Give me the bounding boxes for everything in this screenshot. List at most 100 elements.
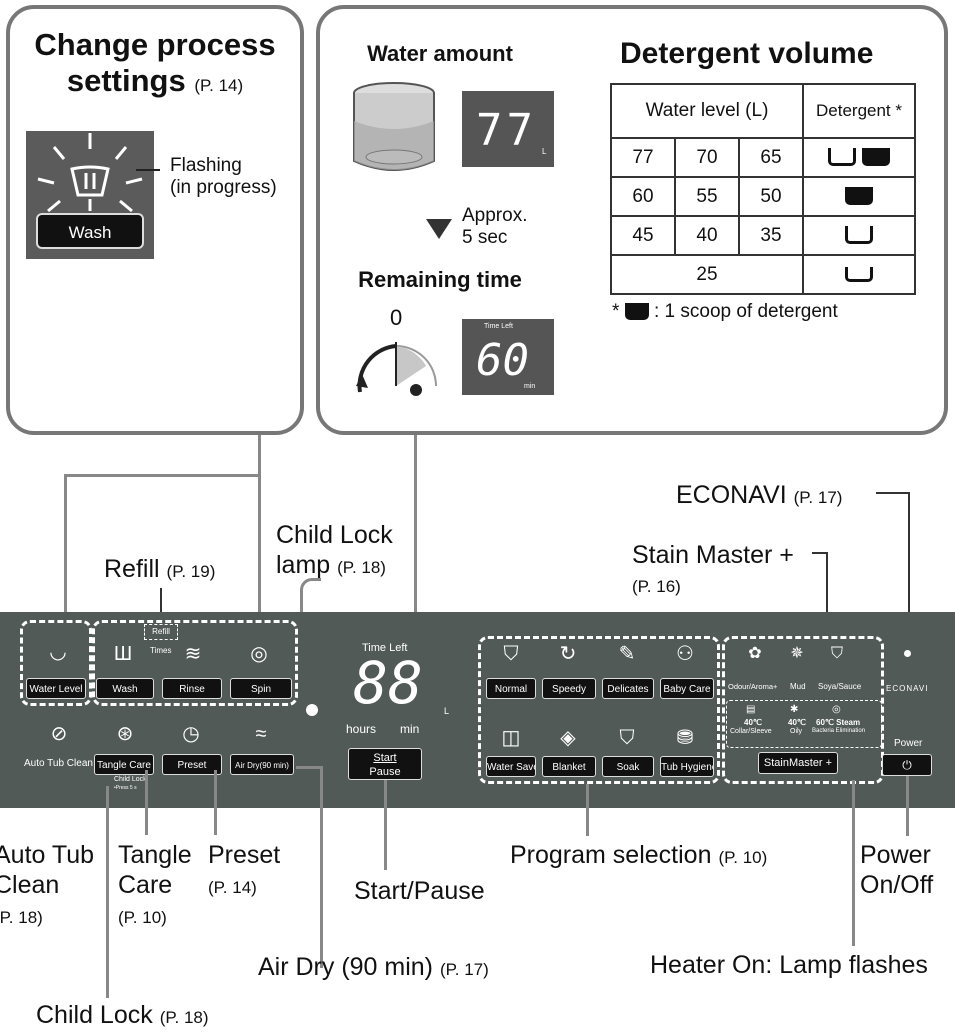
- small-scoop-icon: [845, 266, 873, 282]
- change-page: (P. 14): [194, 76, 244, 95]
- stainmaster-button[interactable]: StainMaster +: [758, 752, 838, 774]
- down-arrow-icon: [426, 219, 452, 239]
- wash-flash-illustration: Wash: [26, 131, 154, 259]
- flash-pointer: [136, 169, 160, 171]
- spin-button[interactable]: Spin: [230, 678, 292, 699]
- remaining-title: Remaining time: [358, 267, 522, 292]
- program-tub-hygiene-button[interactable]: Tub Hygiene: [660, 756, 714, 777]
- connector-line: [876, 492, 910, 494]
- connector-line: [384, 780, 387, 870]
- normal-shirt-icon: ⛉: [503, 643, 519, 665]
- dial-icon: [356, 342, 437, 396]
- preset-callout: Preset(P. 14): [208, 841, 281, 897]
- wash-flash-button: Wash: [36, 213, 144, 249]
- times-label: Times: [150, 646, 172, 655]
- steam-label: Bacteria Elimination: [812, 728, 866, 734]
- flashing-label: Flashing(in progress): [170, 155, 277, 198]
- air-dry-callout: Air Dry (90 min) (P. 17): [258, 953, 489, 981]
- connector-line: [214, 770, 217, 835]
- time-left-label: Time Left: [362, 642, 408, 654]
- oily-temp: 40℃: [788, 718, 806, 727]
- program-water-save-button[interactable]: Water Save: [486, 756, 536, 777]
- program-blanket-button[interactable]: Blanket: [542, 756, 596, 777]
- change-title-1: Change process: [34, 27, 276, 62]
- connector-line: [586, 784, 589, 836]
- refill-indicator: Refill: [144, 624, 178, 640]
- dial-zero: 0: [390, 305, 403, 330]
- preset-clock-icon: ◷: [182, 723, 200, 745]
- stain-page: (P. 16): [632, 577, 681, 596]
- tangle-icon: ⊛: [116, 723, 134, 745]
- preset-button[interactable]: Preset: [162, 754, 222, 775]
- det-header-det: Detergent *: [802, 83, 916, 139]
- power-icon: ⏻: [902, 758, 912, 772]
- rinse-icon: ≋: [184, 643, 202, 665]
- detergent-note: * : 1 scoop of detergent: [612, 301, 838, 322]
- program-soak-button[interactable]: Soak: [602, 756, 654, 777]
- odour-label: Odour/Aroma+: [728, 682, 778, 691]
- econavi-lamp: [904, 650, 911, 657]
- connector-line: [908, 492, 910, 652]
- oily-icon: ✱: [790, 704, 799, 715]
- program-speedy-button[interactable]: Speedy: [542, 678, 596, 699]
- air-dry-button[interactable]: Air Dry(90 min): [230, 754, 294, 775]
- stain-callout: Stain Master +: [632, 541, 794, 569]
- wash-icon: Ш: [113, 643, 133, 665]
- delicates-feather-icon: ✎: [618, 643, 636, 665]
- wash-button[interactable]: Wash: [96, 678, 154, 699]
- stainmaster-group: [722, 636, 884, 784]
- connector-line: [160, 588, 162, 626]
- control-panel: ◡ Ш ≋ ◎ Refill Times Water Level Wash Ri…: [0, 612, 955, 808]
- oily-label: Oily: [790, 728, 803, 735]
- water-level-icon: ◡: [49, 641, 67, 663]
- soya-shirt-icon: ⛉: [830, 645, 843, 662]
- child-lock-small-label: Child Lock: [114, 776, 147, 783]
- program-baby-care-button[interactable]: Baby Care: [660, 678, 714, 699]
- press-small-label: •Press 5 s: [114, 785, 137, 791]
- program-callout: Program selection (P. 10): [510, 841, 768, 869]
- soya-label: Soya/Sauce: [818, 682, 862, 691]
- water-level-group: [20, 620, 92, 706]
- connector-line: [812, 552, 828, 554]
- collar-icon: ▤: [746, 704, 756, 715]
- connector-line: [258, 474, 261, 624]
- full-scoop-icon: [861, 148, 890, 167]
- connector-line: [64, 474, 67, 624]
- power-label: Power: [894, 738, 923, 749]
- hours-label: hours: [346, 722, 377, 736]
- connector-line: [258, 435, 261, 477]
- program-normal-button[interactable]: Normal: [486, 678, 536, 699]
- heater-callout: Heater On: Lamp flashes: [650, 951, 928, 979]
- water-title: Water amount: [367, 41, 513, 66]
- tub-icon: [353, 82, 435, 171]
- water-display: 77 L: [462, 91, 554, 167]
- heater-options-group: [726, 700, 882, 748]
- rinse-button[interactable]: Rinse: [162, 678, 222, 699]
- steam-temp: 60℃ Steam: [816, 718, 861, 727]
- power-button[interactable]: ⏻: [882, 754, 932, 776]
- blanket-icon: ◈: [560, 727, 576, 749]
- change-title-2: settings: [66, 63, 186, 98]
- approx-label: Approx.5 sec: [462, 205, 528, 248]
- auto-tub-label[interactable]: Auto Tub Clean: [24, 758, 93, 769]
- connector-line: [296, 766, 320, 769]
- water-level-button[interactable]: Water Level: [26, 678, 86, 699]
- econavi-callout: ECONAVI (P. 17): [676, 481, 843, 509]
- collar-temp: 40℃: [744, 718, 762, 727]
- tub-hygiene-icon: ⛃: [676, 727, 694, 749]
- program-delicates-button[interactable]: Delicates: [602, 678, 654, 699]
- table-row: 25: [610, 254, 916, 295]
- refill-callout: Refill (P. 19): [104, 555, 216, 583]
- air-dry-icon: ≈: [255, 723, 267, 745]
- connector-line: [414, 435, 417, 640]
- baby-care-icon: ⚇: [676, 643, 694, 665]
- tangle-care-button[interactable]: Tangle Care: [94, 754, 154, 775]
- econavi-label: ECONAVI: [886, 684, 929, 693]
